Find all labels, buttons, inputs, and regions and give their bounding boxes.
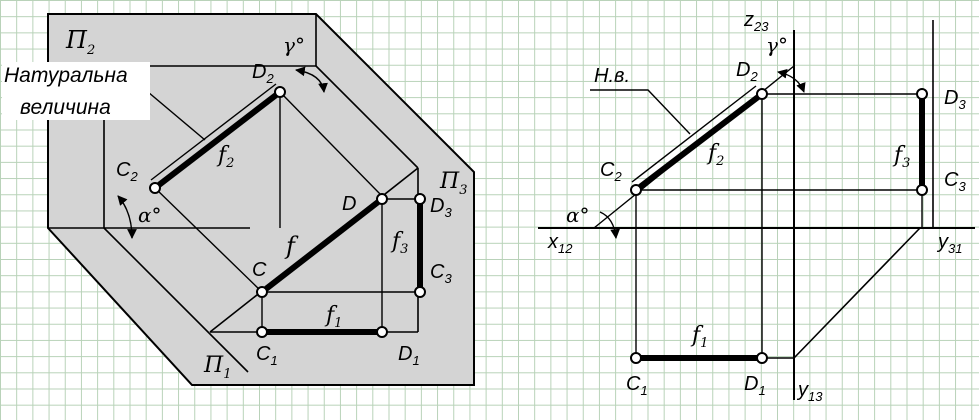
d2-projector-right [279,91,383,197]
segment-f2 [634,91,764,193]
point-d2 [756,88,768,100]
label-d3: D3 [430,195,452,220]
callout-natural: Натуральна [4,64,128,87]
segment-f [260,196,384,295]
label-d1: D1 [398,343,420,368]
label-y31: y31 [936,231,962,256]
natural-size-pointer [147,91,206,141]
gamma-arc [295,66,328,93]
left-axonometric-diagram: П2 П3 П1 Натуральна величина D2 γ° C2 α°… [2,13,475,386]
point-c2 [149,182,161,194]
right-orthographic-diagram: z23 Н.в. D2 γ° D3 f3 C3 f2 C2 α° x12 y31… [538,9,975,404]
label-nv: Н.в. [594,65,630,87]
point-c3 [916,184,928,196]
nv-leader [590,89,691,135]
label-d2: D2 [252,61,274,86]
label-gamma: γ° [283,33,305,57]
p1-front-edge [103,227,249,373]
point-d1 [376,326,388,338]
label-d: D [342,193,356,215]
natural-size-parallel [150,83,277,181]
label-f3: f3 [892,143,910,171]
label-d3: D3 [944,87,966,112]
point-c2 [630,184,642,196]
alpha-arc [117,195,137,239]
point-c1 [256,326,268,338]
p2-p3-fold-line [315,65,419,169]
point-d [376,193,388,205]
point-d3 [916,88,928,100]
alpha-arc [599,211,620,239]
label-alpha: α° [566,203,590,227]
label-p1: П1 [203,353,231,382]
point-d2 [274,86,286,98]
nv-parallel [631,85,757,183]
label-d2: D2 [736,59,758,84]
label-alpha: α° [138,203,162,227]
label-c2: C2 [600,159,622,184]
segment-f2 [153,89,282,191]
point-d3 [414,193,426,205]
label-c1: C1 [626,373,648,398]
label-gamma: γ° [766,33,788,57]
label-d1: D1 [744,373,766,398]
label-c2: C2 [116,159,138,184]
p2-inner-edge [103,14,317,228]
label-c3: C3 [430,261,452,286]
label-x12: x12 [547,231,573,256]
label-c1: C1 [256,343,278,368]
callout-size: величина [20,96,111,119]
label-f2: f2 [706,141,724,169]
label-z23: z23 [743,9,769,34]
point-c1 [630,352,642,364]
c2-projector [154,187,263,293]
diagonal-45 [793,227,921,359]
point-c [256,286,268,298]
point-d1 [756,352,768,364]
label-p3: П3 [439,169,467,198]
gamma-arc [777,68,806,93]
label-c: C [252,259,267,281]
label-c3: C3 [944,169,966,194]
label-p2: П2 [65,26,95,58]
label-f1: f1 [690,323,708,351]
point-c3 [414,286,426,298]
callout-background [2,62,150,120]
label-y13: y13 [796,379,823,404]
